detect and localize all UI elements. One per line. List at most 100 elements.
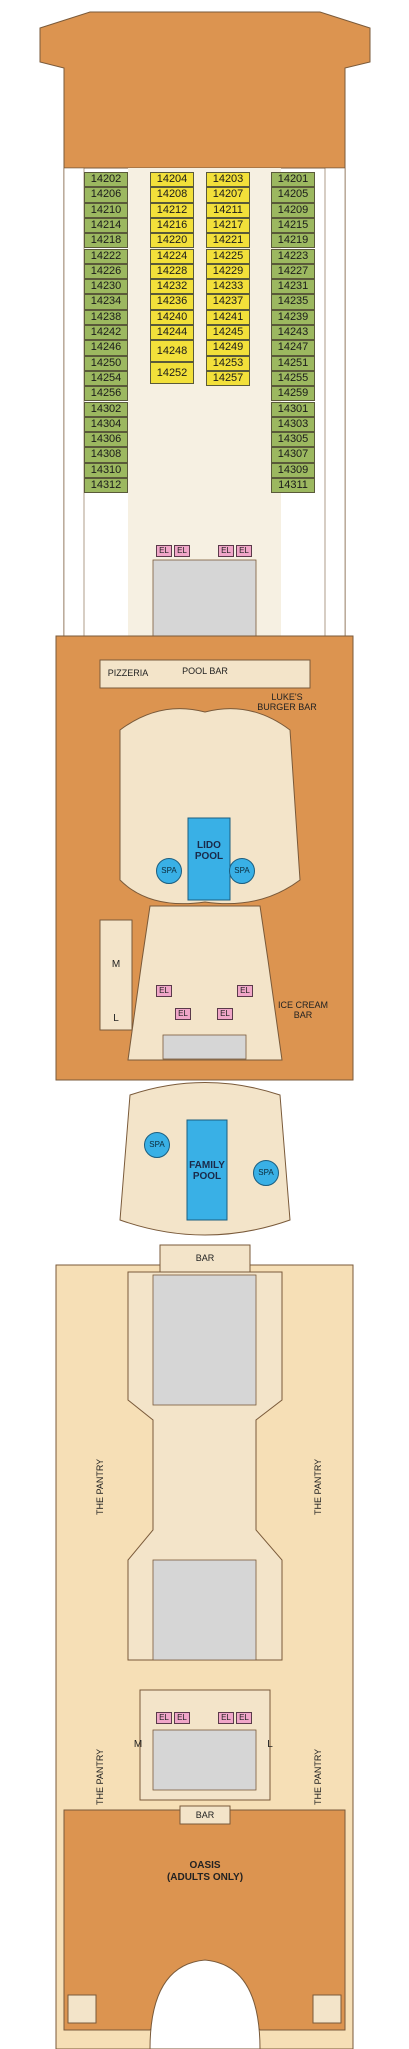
cabin-14304: 14304 xyxy=(84,416,128,433)
lido-pool xyxy=(187,817,231,901)
mid-stairs xyxy=(162,1034,247,1060)
bar-connector xyxy=(159,1244,251,1274)
cabin-14255: 14255 xyxy=(271,370,315,387)
mid-core xyxy=(127,905,283,1061)
cabin-14228: 14228 xyxy=(150,263,194,280)
pantry-label-left-lower: THE PANTRY xyxy=(95,1748,105,1805)
cabin-14245: 14245 xyxy=(206,325,250,341)
bow-cap xyxy=(39,11,371,171)
cabin-14203: 14203 xyxy=(206,172,250,188)
cabin-14311: 14311 xyxy=(271,478,315,494)
cabin-14244: 14244 xyxy=(150,325,194,341)
cabin-14217: 14217 xyxy=(206,217,250,234)
cabin-14219: 14219 xyxy=(271,233,315,249)
cabin-14301: 14301 xyxy=(271,401,315,417)
cabin-14235: 14235 xyxy=(271,294,315,310)
cabin-14218: 14218 xyxy=(84,233,128,249)
cabin-14214: 14214 xyxy=(84,217,128,234)
cabin-14251: 14251 xyxy=(271,355,315,371)
cabin-14312: 14312 xyxy=(84,478,128,494)
pizzeria-label: PIZZERIA xyxy=(107,668,149,678)
cabin-14223: 14223 xyxy=(271,248,315,264)
cabin-14206: 14206 xyxy=(84,187,128,203)
restroom-l-aft-label: L xyxy=(267,1739,273,1750)
cabin-14256: 14256 xyxy=(84,386,128,402)
cabin-14221: 14221 xyxy=(206,233,250,249)
cabin-14238: 14238 xyxy=(84,309,128,325)
cabin-14201: 14201 xyxy=(271,172,315,188)
oasis-label: OASIS (ADULTS ONLY) xyxy=(166,1860,244,1883)
cabin-14208: 14208 xyxy=(150,187,194,203)
elevator-icon: EL xyxy=(237,985,253,997)
aft-stairs xyxy=(152,1729,257,1791)
cabin-14259: 14259 xyxy=(271,386,315,402)
cabin-14305: 14305 xyxy=(271,432,315,448)
lido-pool-label: LIDO POOL xyxy=(194,840,224,862)
elevator-icon: EL xyxy=(156,1712,172,1724)
lido-pool-area xyxy=(119,708,301,905)
cabin-14230: 14230 xyxy=(84,279,128,295)
cabin-14233: 14233 xyxy=(206,279,250,295)
cabin-14239: 14239 xyxy=(271,309,315,325)
elevator-icon: EL xyxy=(156,985,172,997)
elevator-icon: EL xyxy=(174,1712,190,1724)
bar-label-aft: BAR xyxy=(195,1810,215,1820)
cabin-14243: 14243 xyxy=(271,325,315,341)
stern-cutout xyxy=(149,1959,261,2049)
cabin-14240: 14240 xyxy=(150,309,194,325)
bar-label-mid: BAR xyxy=(195,1253,215,1263)
cabin-14253: 14253 xyxy=(206,355,250,371)
cabin-14309: 14309 xyxy=(271,462,315,478)
cabin-14216: 14216 xyxy=(150,217,194,234)
cabin-14241: 14241 xyxy=(206,309,250,325)
elevator-icon: EL xyxy=(156,545,172,557)
stern-corner-left xyxy=(67,1994,97,2024)
aft-bar xyxy=(179,1805,231,1825)
cabin-14205: 14205 xyxy=(271,187,315,203)
cabin-14246: 14246 xyxy=(84,340,128,356)
restroom-m-aft-label: M xyxy=(133,1739,143,1750)
cabin-14231: 14231 xyxy=(271,279,315,295)
cabin-14207: 14207 xyxy=(206,187,250,203)
spa-lido-left: SPA xyxy=(156,858,182,884)
venue-strip xyxy=(99,659,311,689)
cabin-14254: 14254 xyxy=(84,370,128,387)
spa-family-left: SPA xyxy=(144,1132,170,1158)
cabin-14210: 14210 xyxy=(84,202,128,218)
cabin-14247: 14247 xyxy=(271,340,315,356)
cabin-14229: 14229 xyxy=(206,263,250,280)
stern-corner-right xyxy=(312,1994,342,2024)
cabin-14232: 14232 xyxy=(150,279,194,295)
elevator-icon: EL xyxy=(236,545,252,557)
elevator-icon: EL xyxy=(218,1712,234,1724)
cabin-14222: 14222 xyxy=(84,248,128,264)
cabin-14310: 14310 xyxy=(84,462,128,478)
core-upper xyxy=(152,559,257,639)
pool-bar-label: POOL BAR xyxy=(182,666,228,676)
ice-cream-bar-label: ICE CREAM BAR xyxy=(277,1000,328,1020)
cabin-14212: 14212 xyxy=(150,202,194,218)
spa-family-right: SPA xyxy=(253,1160,279,1186)
burger-bar-label: LUKE'S BURGER BAR xyxy=(257,692,317,712)
pantry-core-bottom xyxy=(152,1559,257,1661)
elevator-icon: EL xyxy=(218,545,234,557)
cabin-14215: 14215 xyxy=(271,217,315,234)
cabin-14227: 14227 xyxy=(271,263,315,280)
cabin-14250: 14250 xyxy=(84,355,128,371)
cabin-14211: 14211 xyxy=(206,202,250,218)
elevator-icon: EL xyxy=(175,1008,191,1020)
cabin-14220: 14220 xyxy=(150,233,194,249)
spa-lido-right: SPA xyxy=(229,858,255,884)
cabin-14302: 14302 xyxy=(84,401,128,417)
cabin-14249: 14249 xyxy=(206,340,250,356)
cabin-14242: 14242 xyxy=(84,325,128,341)
cabin-14209: 14209 xyxy=(271,202,315,218)
cabin-14204: 14204 xyxy=(150,172,194,188)
restroom-m-label: M xyxy=(111,959,121,970)
family-pool-label: FAMILY POOL xyxy=(189,1160,225,1182)
family-pool xyxy=(186,1119,228,1221)
cabin-14252: 14252 xyxy=(150,362,194,385)
cabin-14236: 14236 xyxy=(150,294,194,310)
